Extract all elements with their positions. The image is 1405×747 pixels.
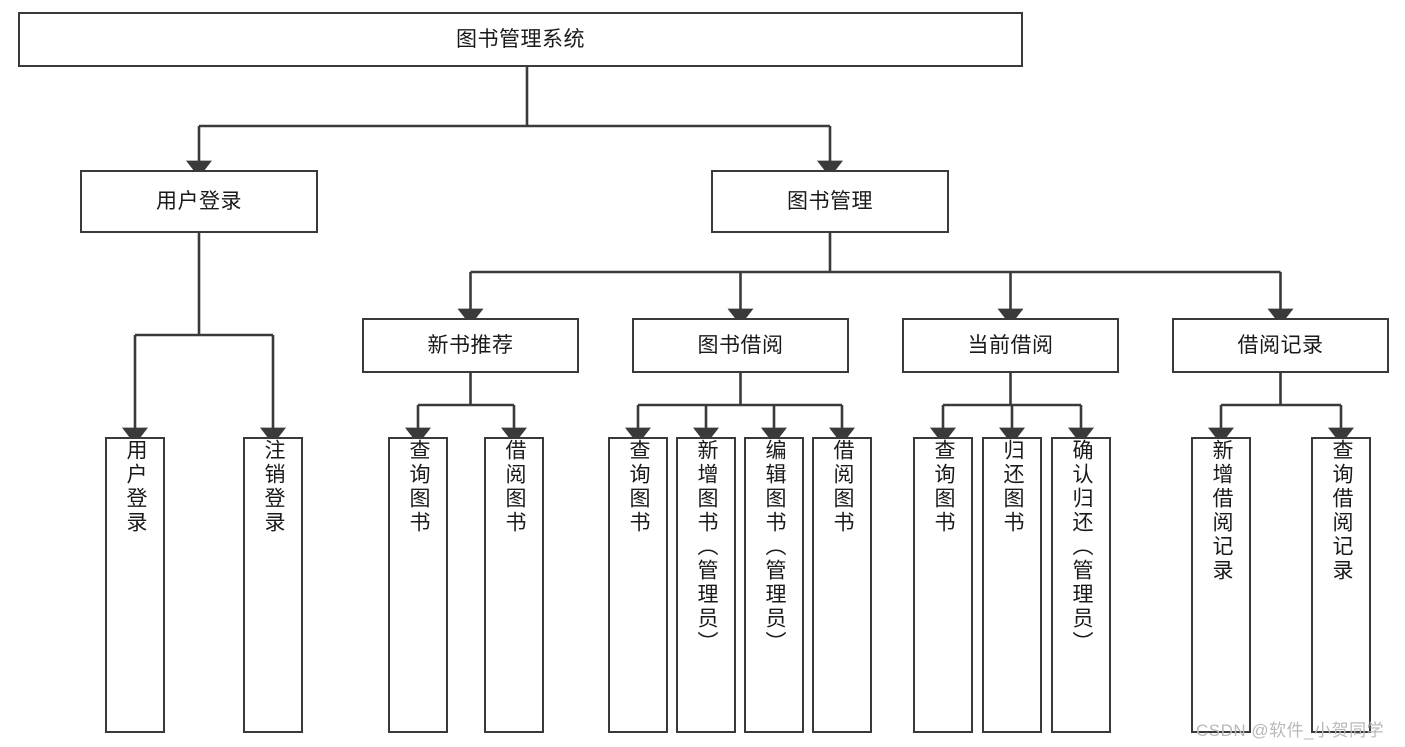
leaf-node[interactable]: 编辑图书（管理员） xyxy=(744,437,804,733)
leaf-node[interactable]: 查询图书 xyxy=(388,437,448,733)
node-borrow-record[interactable]: 借阅记录 xyxy=(1172,318,1389,373)
node-label: 用户登录 xyxy=(156,189,242,213)
node-book-borrow[interactable]: 图书借阅 xyxy=(632,318,849,373)
leaf-node[interactable]: 查询借阅记录 xyxy=(1311,437,1371,733)
node-new-book-recommend[interactable]: 新书推荐 xyxy=(362,318,579,373)
leaf-label: 借阅图书 xyxy=(831,439,855,535)
leaf-node[interactable]: 注销登录 xyxy=(243,437,303,733)
leaf-node[interactable]: 新增借阅记录 xyxy=(1191,437,1251,733)
node-root-system[interactable]: 图书管理系统 xyxy=(18,12,1023,67)
leaf-label: 查询借阅记录 xyxy=(1330,439,1354,583)
node-user-login[interactable]: 用户登录 xyxy=(80,170,318,233)
leaf-label: 借阅图书 xyxy=(503,439,527,535)
leaf-label: 注销登录 xyxy=(262,439,286,535)
leaf-node[interactable]: 确认归还（管理员） xyxy=(1051,437,1111,733)
leaf-label: 用户登录 xyxy=(124,439,148,535)
connector-group xyxy=(122,67,1354,445)
leaf-node[interactable]: 借阅图书 xyxy=(812,437,872,733)
node-label: 借阅记录 xyxy=(1237,333,1324,357)
leaf-label: 编辑图书（管理员） xyxy=(763,439,787,655)
leaf-label: 查询图书 xyxy=(627,439,651,535)
leaf-node[interactable]: 用户登录 xyxy=(105,437,165,733)
leaf-label: 查询图书 xyxy=(932,439,956,535)
leaf-label: 确认归还（管理员） xyxy=(1070,439,1094,655)
node-label: 图书管理 xyxy=(787,189,873,213)
leaf-node[interactable]: 借阅图书 xyxy=(484,437,544,733)
leaf-node[interactable]: 查询图书 xyxy=(913,437,973,733)
leaf-label: 新增图书（管理员） xyxy=(695,439,719,655)
leaf-label: 归还图书 xyxy=(1001,439,1025,535)
node-current-borrow[interactable]: 当前借阅 xyxy=(902,318,1119,373)
node-label: 图书管理系统 xyxy=(456,27,585,51)
node-label: 当前借阅 xyxy=(967,333,1054,357)
watermark-text: CSDN @软件_小贺同学 xyxy=(1196,721,1385,740)
leaf-label: 查询图书 xyxy=(407,439,431,535)
leaf-label: 新增借阅记录 xyxy=(1210,439,1234,583)
node-label: 图书借阅 xyxy=(697,333,784,357)
leaf-node[interactable]: 归还图书 xyxy=(982,437,1042,733)
node-label: 新书推荐 xyxy=(427,333,514,357)
node-book-management[interactable]: 图书管理 xyxy=(711,170,949,233)
leaf-node[interactable]: 新增图书（管理员） xyxy=(676,437,736,733)
leaf-node[interactable]: 查询图书 xyxy=(608,437,668,733)
